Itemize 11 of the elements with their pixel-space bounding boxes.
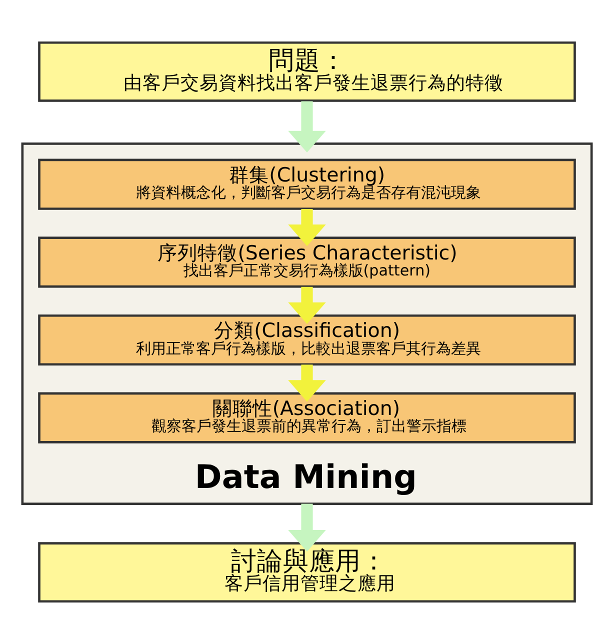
node-box: 關聯性(Association) 觀察客戶發生退票前的異常行為，訂出警示指標 [38, 392, 576, 443]
arrow [288, 100, 326, 152]
node-box: 分類(Classification) 利用正常客戶行為樣版，比較出退票客戶其行為差異 [38, 314, 576, 366]
node-box: 問題： 由客戶交易資料找出客戶發生退票行為的特徵 [38, 40, 576, 102]
arrow [288, 503, 326, 552]
node-box: 序列特徵(Series Characteristic) 找出客戶正常交易行為樣版(pattern) [38, 236, 576, 288]
arrow [288, 208, 326, 246]
node-box: 群集(Clustering) 將資料概念化，判斷客戶交易行為是否存有混沌現象 [38, 158, 576, 210]
arrow [288, 286, 326, 324]
arrow [288, 364, 326, 402]
node-box: 討論與應用： 客戶信用管理之應用 [38, 542, 576, 602]
